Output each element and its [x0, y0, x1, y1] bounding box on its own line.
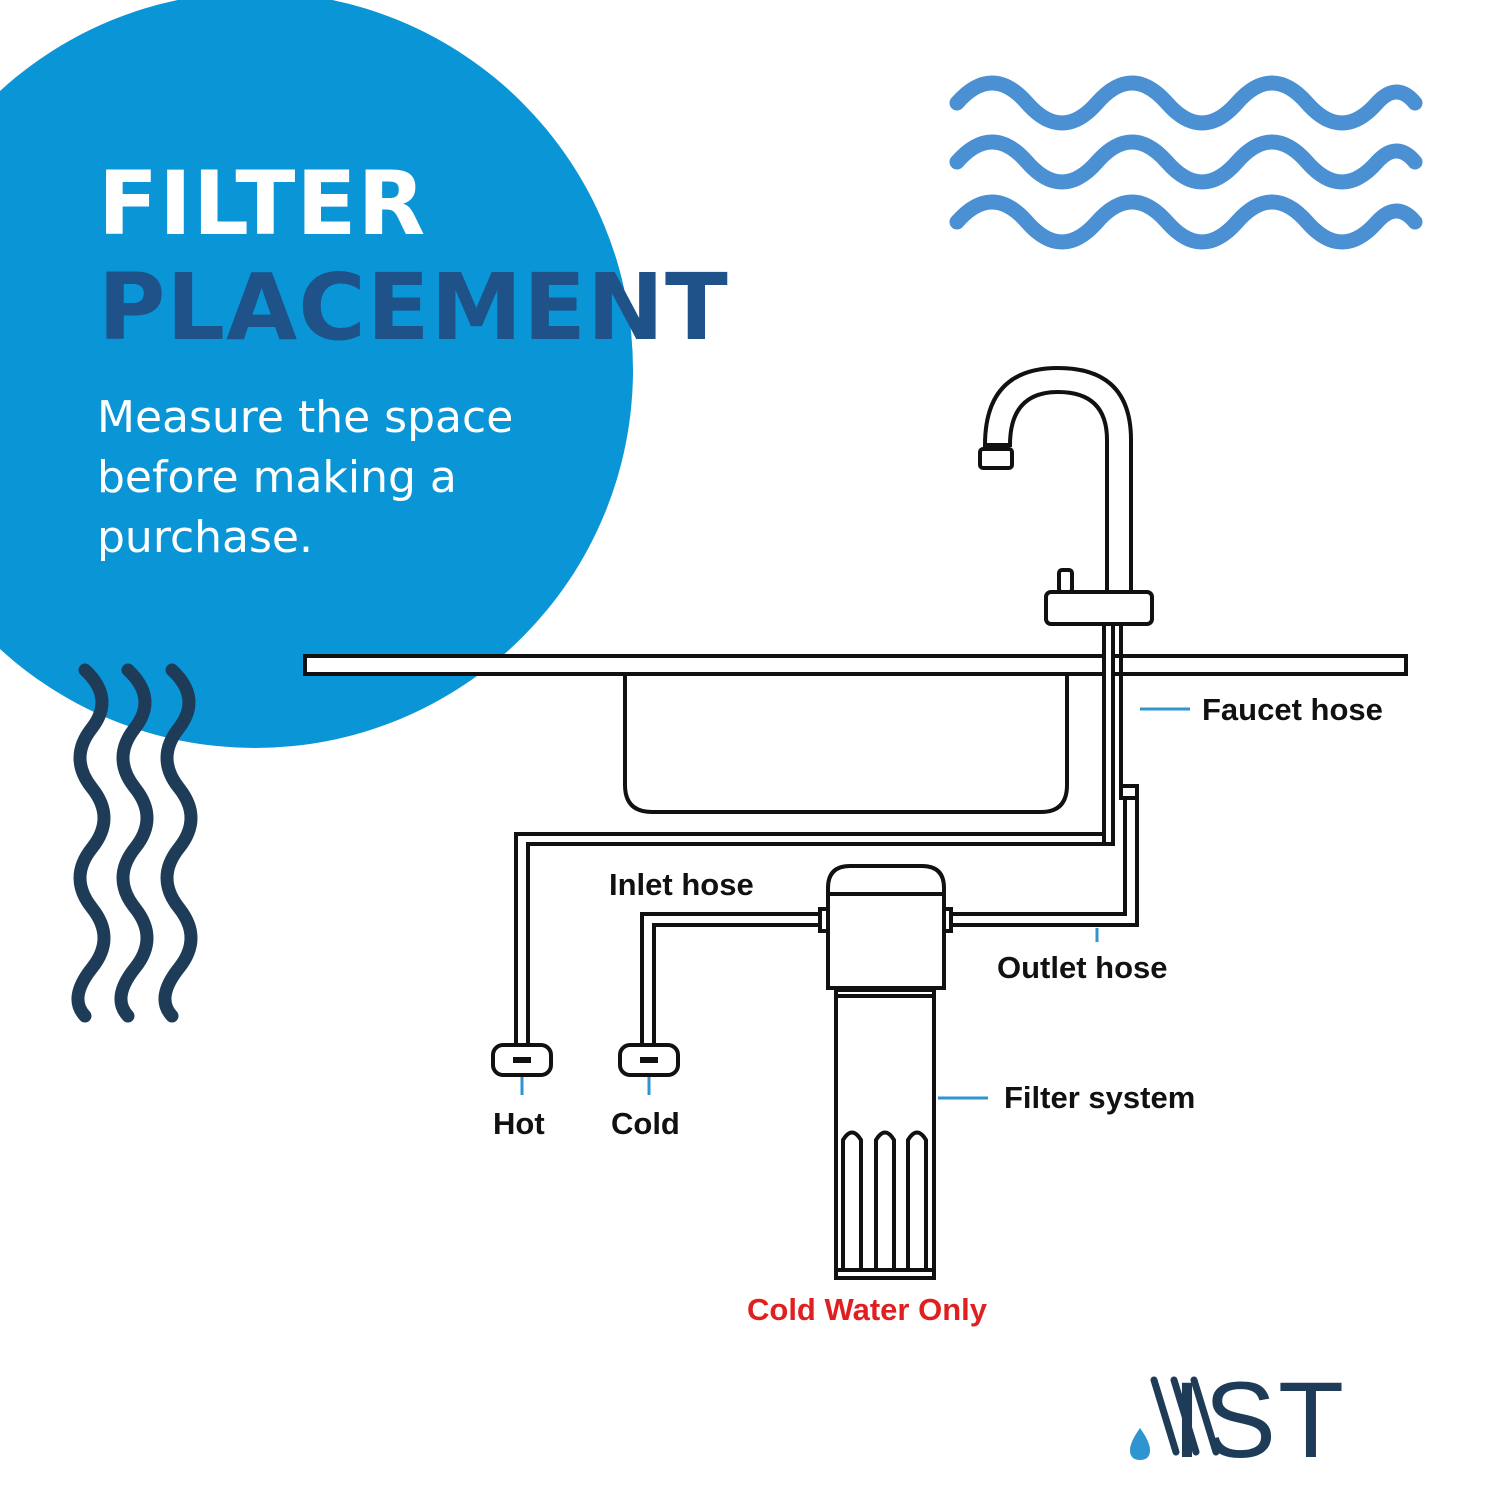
faucet-hose-label: Faucet hose: [1202, 692, 1383, 727]
filter-rib: [906, 1130, 928, 1270]
valves: [491, 1043, 680, 1077]
faucet-spout: [982, 365, 1133, 590]
filter-system-label: Filter system: [1004, 1080, 1196, 1115]
faucet-base: [1044, 590, 1154, 626]
outlet-hose-line: [948, 790, 1139, 927]
blue-circle-background: [0, 0, 633, 748]
leader-lines: [520, 707, 1190, 1100]
filter-rib: [874, 1130, 896, 1270]
faucet: [978, 365, 1154, 626]
hose-pipe: [1102, 622, 1115, 846]
water-drop-icon: [1130, 1428, 1150, 1460]
logo-stroke: [1190, 1376, 1220, 1456]
subtitle: Measure the space before making a purcha…: [97, 392, 514, 563]
wave-line: [949, 75, 1423, 131]
faucet-aerator: [978, 447, 1014, 470]
logo-stroke: [1150, 1376, 1180, 1456]
vertical-waves-icon: [71, 663, 198, 1023]
headline-line-1: FILTER: [98, 152, 427, 255]
filter-head: [826, 864, 946, 990]
logo-stroke: [1170, 1376, 1200, 1456]
countertop: [303, 654, 1408, 676]
outlet-hose-line: [948, 790, 1127, 916]
logo-strokes: [1150, 1376, 1220, 1456]
wave-line: [949, 194, 1423, 250]
wave-line: [949, 134, 1423, 190]
hot-valve-slot: [513, 1057, 531, 1063]
filter-rib: [841, 1130, 863, 1270]
headline-line-2: PLACEMENT: [98, 254, 729, 361]
cold-label: Cold: [611, 1106, 680, 1141]
hot-line: [526, 842, 1113, 1045]
hot-line: [514, 832, 1104, 1045]
cold-valve-slot: [640, 1057, 658, 1063]
inlet-hose-line: [640, 912, 826, 1045]
wave-line: [71, 663, 111, 1023]
horizontal-waves-icon: [949, 75, 1423, 250]
faucet-lever: [1057, 568, 1074, 594]
filter-system: [818, 864, 953, 1280]
wave-line: [114, 663, 154, 1023]
logo-wordmark: IST: [1172, 1359, 1347, 1480]
cold-water-only-warning: Cold Water Only: [747, 1292, 987, 1327]
inlet-hose-label: Inlet hose: [609, 867, 754, 902]
inlet-hose-line: [652, 923, 826, 1045]
sink-basin: [623, 676, 1069, 814]
hot-label: Hot: [493, 1106, 545, 1141]
hoses: [514, 622, 1139, 1045]
outlet-hose-label: Outlet hose: [997, 950, 1168, 985]
hose-connector: [1119, 784, 1139, 800]
logo-mark: [1130, 1376, 1220, 1460]
wave-line: [158, 663, 198, 1023]
